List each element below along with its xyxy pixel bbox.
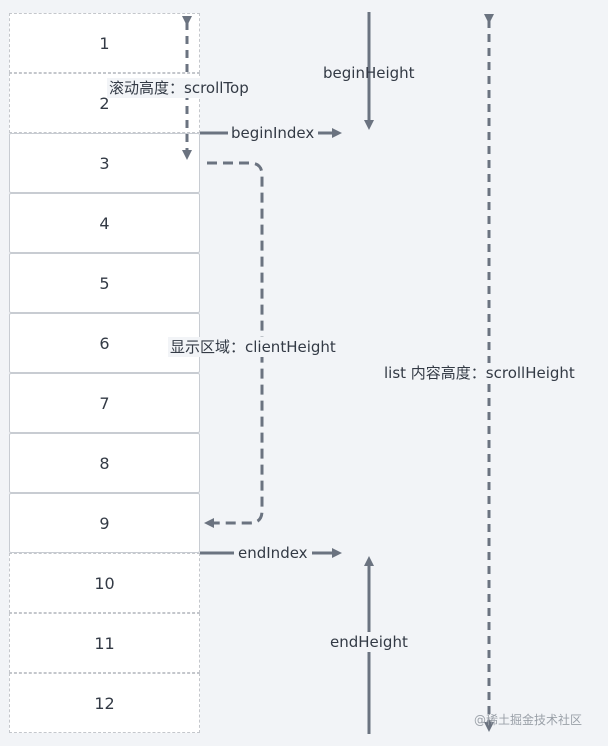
list-item: 12 [9,673,200,733]
list-item: 8 [9,433,200,493]
scroll-top-label: 滚动高度：scrollTop [107,78,251,98]
end-index-label: endIndex [238,544,308,562]
list-item: 4 [9,193,200,253]
list-item: 11 [9,613,200,673]
client-height-label: 显示区域：clientHeight [168,337,338,357]
scroll-height-label: list 内容高度：scrollHeight [382,363,577,383]
watermark: @稀土掘金技术社区 [474,713,583,727]
list-item: 9 [9,493,200,553]
list-item: 7 [9,373,200,433]
list-item: 5 [9,253,200,313]
list-item: 1 [9,13,200,73]
list-item: 10 [9,553,200,613]
begin-height-label: beginHeight [323,64,415,82]
list-item: 3 [9,133,200,193]
begin-index-label: beginIndex [231,124,315,142]
end-height-label: endHeight [328,632,410,652]
